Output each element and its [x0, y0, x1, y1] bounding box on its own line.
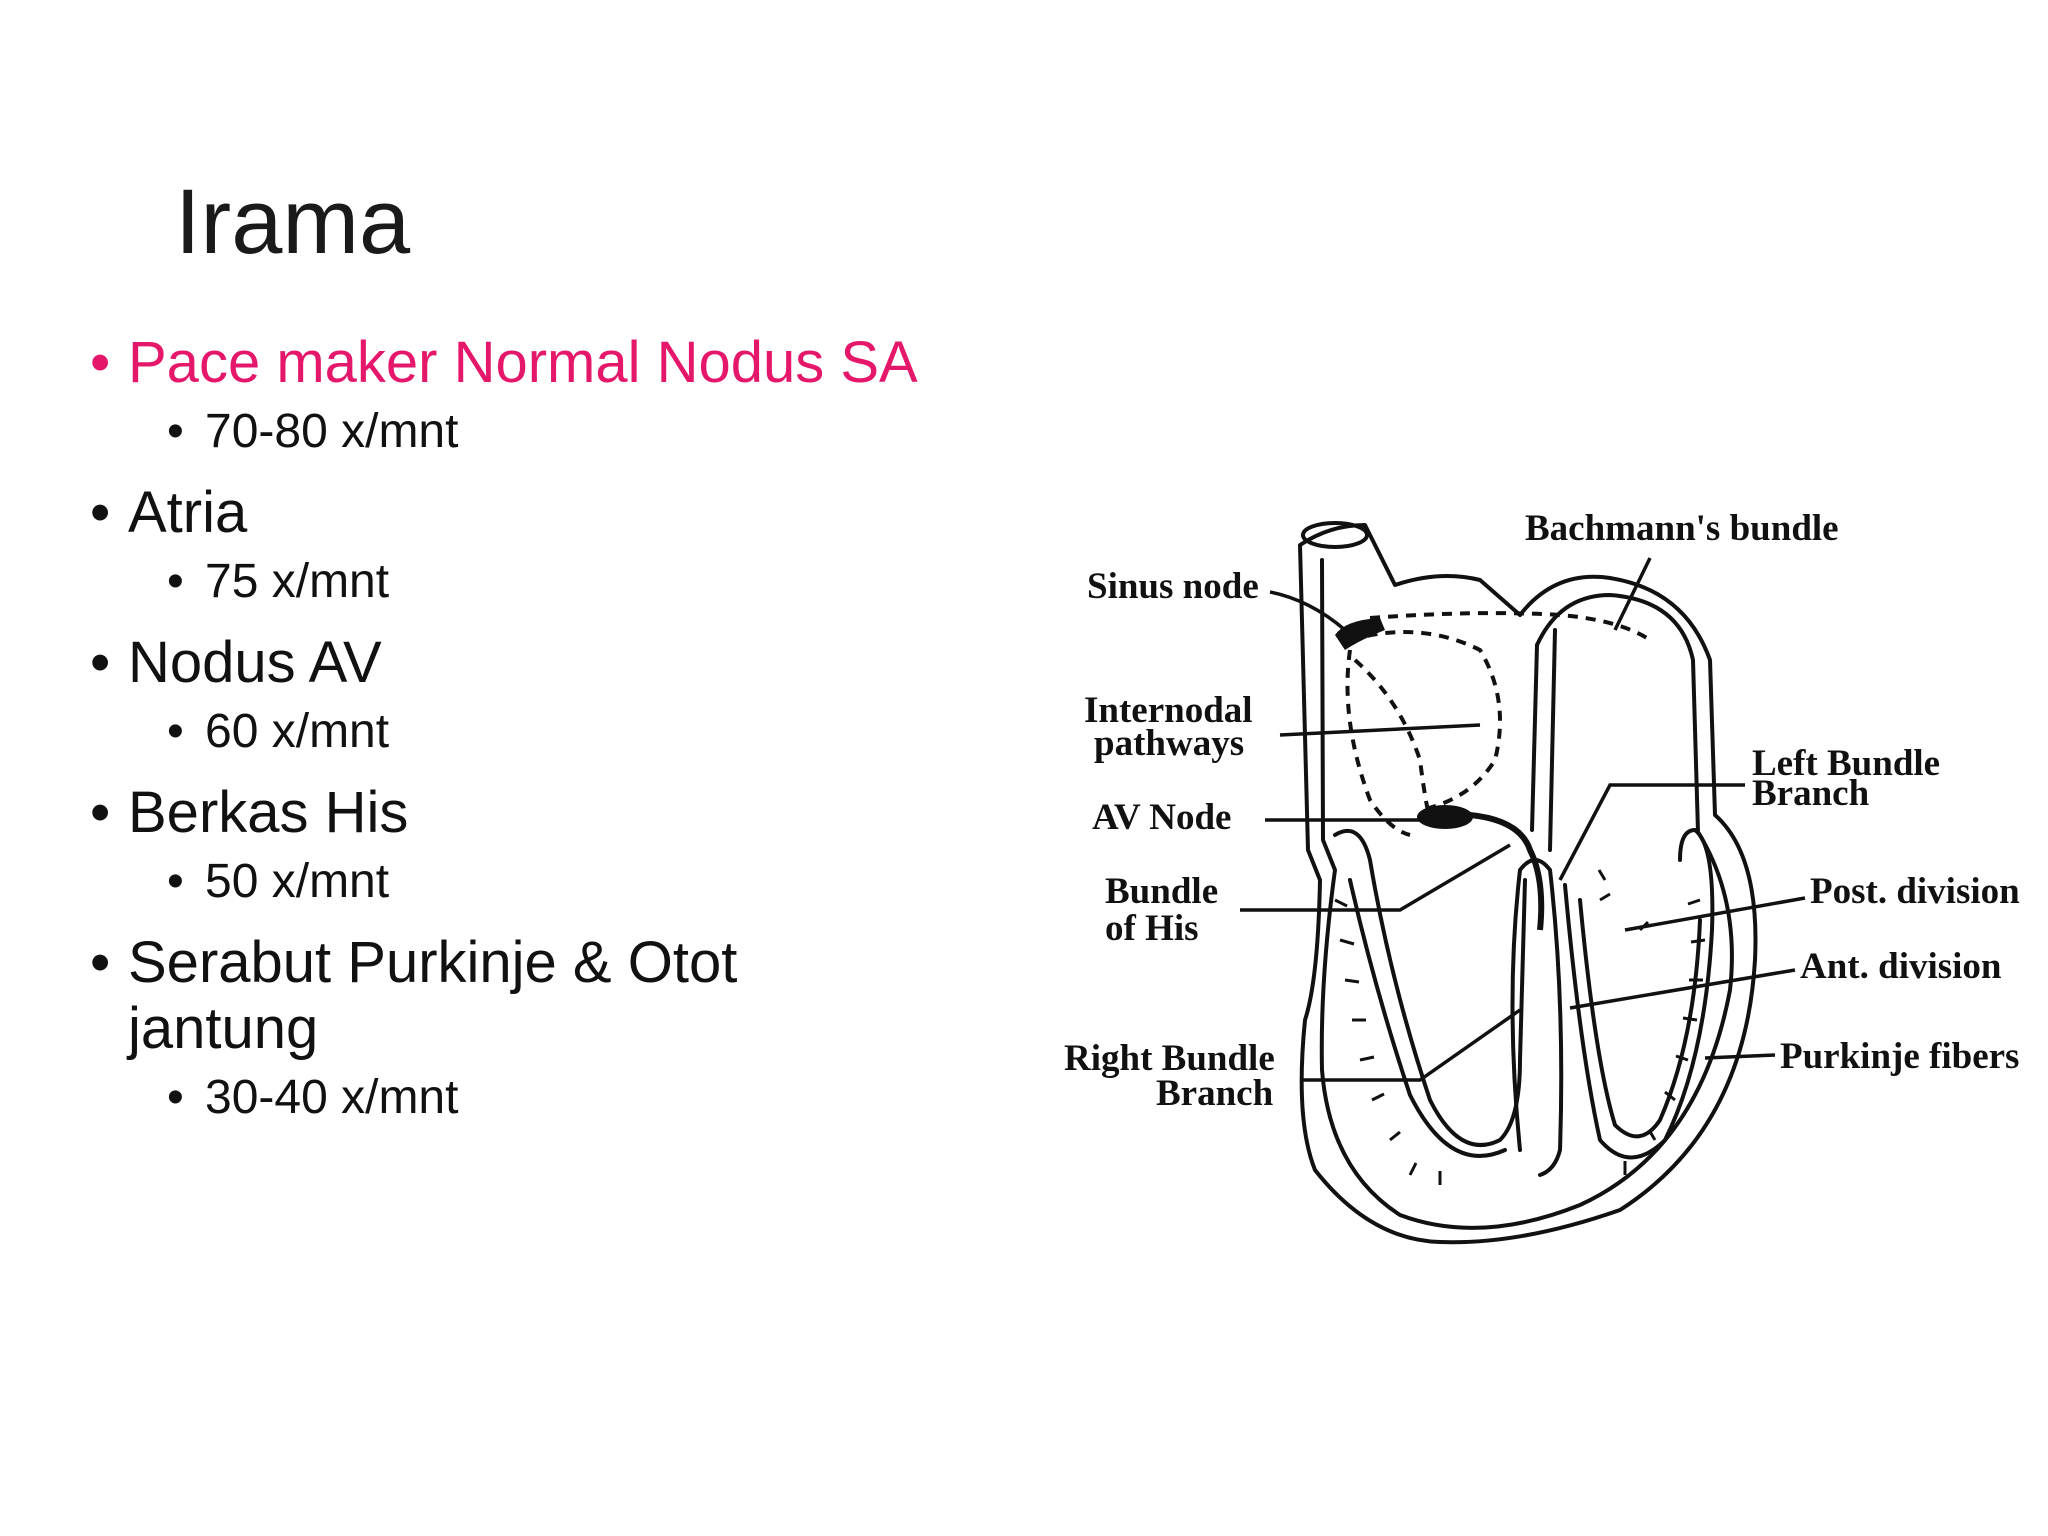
leader-bundle-his: [1240, 843, 1511, 912]
label-internodal-2: pathways: [1094, 723, 1244, 764]
label-bundle-his-1: Bundle: [1105, 871, 1218, 912]
label-ant-division: Ant. division: [1800, 946, 2002, 987]
av-node-shape: [1417, 805, 1473, 829]
internodal-path-3: [1353, 658, 1432, 821]
atrial-septum: [1530, 628, 1557, 852]
bullet-purkinje-rate: 30-40 x/mnt: [167, 1068, 990, 1128]
sinus-node-shape: [1335, 618, 1385, 650]
bullet-av-node-rate: 60 x/mnt: [167, 702, 990, 762]
label-internodal-1: Internodal: [1084, 690, 1253, 731]
bullet-bundle-his: Berkas His: [90, 780, 990, 846]
label-sinus-node: Sinus node: [1087, 566, 1259, 607]
internodal-path-1: [1349, 630, 1502, 812]
heart-conduction-diagram: Bachmann's bundle Sinus node Internodal …: [1050, 500, 2048, 1260]
heart-inner-outline: [1319, 558, 1734, 1230]
bullet-bundle-his-rate: 50 x/mnt: [167, 852, 990, 912]
slide-title: Irama: [175, 171, 411, 273]
leader-left-bundle: [1558, 783, 1745, 881]
vessel-opening: [1301, 521, 1369, 549]
label-bundle-his-2: of His: [1105, 908, 1199, 949]
leader-internodal: [1279, 723, 1481, 737]
label-left-bundle-1: Left Bundle: [1752, 743, 1940, 784]
leader-ant-division: [1569, 968, 1796, 1010]
bullet-atria: Atria: [90, 480, 990, 546]
right-ventricle-inner: [1348, 878, 1507, 1158]
leader-post-division: [1624, 896, 1806, 932]
right-ventricle: [1333, 828, 1527, 1147]
ventricular-septum: [1510, 858, 1564, 1177]
leader-sinus: [1269, 590, 1347, 632]
label-left-bundle-2: Branch: [1752, 773, 1870, 814]
bullet-purkinje: Serabut Purkinje & Otot jantung: [90, 930, 888, 1062]
left-ventricle: [1563, 828, 1715, 1160]
left-ventricle-inner: [1578, 898, 1702, 1139]
bullet-sa-node-rate: 70-80 x/mnt: [167, 402, 990, 462]
label-av-node: AV Node: [1092, 797, 1231, 838]
bullet-atria-rate: 75 x/mnt: [167, 552, 990, 612]
heart-conduction-svg: Bachmann's bundle Sinus node Internodal …: [1064, 508, 2020, 1245]
internodal-path-2: [1345, 649, 1411, 837]
leader-right-bundle: [1300, 1008, 1522, 1082]
label-post-division: Post. division: [1810, 871, 2020, 912]
leader-bachmann: [1613, 557, 1652, 631]
label-right-bundle-1: Right Bundle: [1064, 1038, 1275, 1079]
bachmann-path: [1369, 611, 1652, 642]
label-bachmann: Bachmann's bundle: [1525, 508, 1839, 549]
leader-purkinje: [1704, 1053, 1776, 1060]
bullet-list: Pace maker Normal Nodus SA 70-80 x/mnt A…: [90, 330, 990, 1128]
bundle-of-his-path: [1469, 812, 1545, 931]
label-right-bundle-2: Branch: [1156, 1073, 1274, 1114]
bullet-av-node: Nodus AV: [90, 630, 990, 696]
bullet-sa-node: Pace maker Normal Nodus SA: [90, 330, 990, 396]
label-purkinje-fibers: Purkinje fibers: [1780, 1036, 2019, 1077]
